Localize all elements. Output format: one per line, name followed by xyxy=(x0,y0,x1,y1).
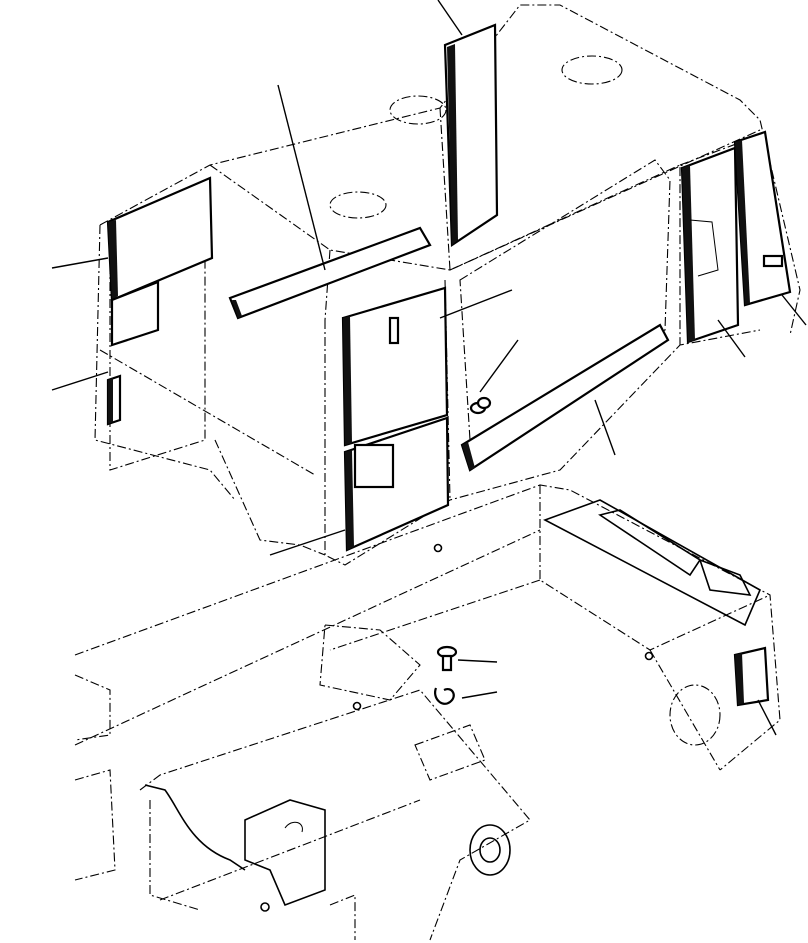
floor-frame xyxy=(74,484,781,941)
plug xyxy=(469,396,492,415)
pad-small-side xyxy=(733,646,770,707)
insulation-pad-right-door xyxy=(680,146,740,344)
insulation-pad-front-center xyxy=(341,286,450,552)
insulation-pad-roof-bar xyxy=(228,226,432,320)
leader-lines-lower xyxy=(457,659,777,736)
insulation-pad-right-rear xyxy=(733,130,792,307)
insulation-pad-left-upper xyxy=(106,176,214,347)
insulation-pad-top-rear xyxy=(443,23,499,248)
bolt xyxy=(436,645,458,672)
insulation-pad-floor-strip xyxy=(460,323,670,472)
clip xyxy=(434,687,455,705)
leader-lines-upper xyxy=(51,0,807,556)
insulation-pad-left-lower xyxy=(106,374,122,426)
